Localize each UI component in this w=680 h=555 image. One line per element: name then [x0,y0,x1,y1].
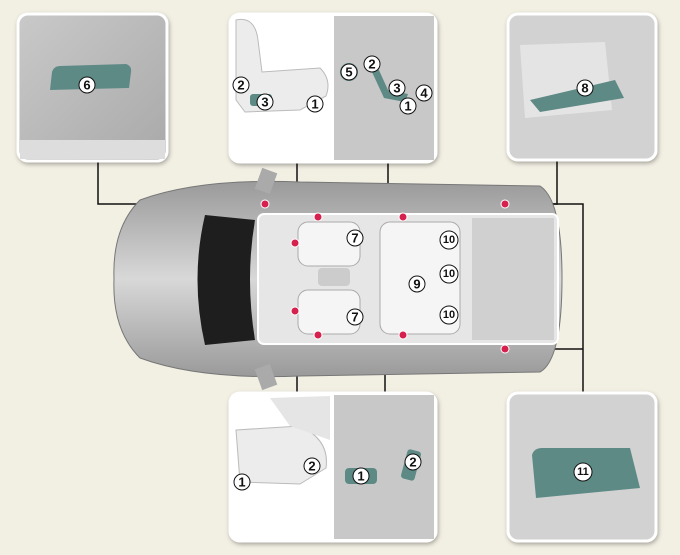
mirror-right [254,363,278,391]
callout-number: 1 [357,469,364,484]
panel-heater-switch: 6 [16,12,169,163]
callout-number: 8 [581,81,588,96]
panel-passenger-seat-controls: 2 1 1 2 [228,391,438,543]
callout-number: 1 [238,475,245,490]
label-rear-2: 10 [439,264,459,284]
callout-dots [260,199,510,354]
car-labels: 7 7 9 10 10 10 [346,229,459,326]
callout-number: 3 [261,95,268,110]
callout-number: 6 [83,78,90,93]
seat-lever [530,80,624,112]
label-rear-center: 9 [408,275,426,293]
callout-number: 9 [413,277,420,292]
callout-number: 7 [351,231,358,246]
label-front-seat-1: 7 [346,229,364,247]
callout-number: 1 [404,99,411,114]
callout-number: 10 [443,268,455,280]
callout-number: 11 [577,466,589,478]
label-rear-3: 10 [439,305,459,325]
callout-number: 7 [351,310,358,325]
callout-number: 2 [409,455,416,470]
label-front-seat-2: 7 [346,308,364,326]
mirror-left [254,167,278,195]
seat-illustration [235,18,329,113]
callout-number: 2 [308,459,315,474]
callout-number: 5 [345,65,352,80]
callout-number: 4 [420,86,428,101]
callout-number: 10 [443,234,455,246]
callout-number: 3 [393,81,400,96]
panel-front-seat-controls: 2 3 1 5 2 3 4 1 [228,12,438,164]
panel-seat-lever: 8 [506,12,658,162]
callout-number: 1 [311,97,318,112]
car-top-view [113,167,563,391]
center-console [318,268,350,286]
callout-number: 10 [443,309,455,321]
callout-number: 2 [237,78,244,93]
panel-rear-seat-switch: 11 [506,391,658,543]
heater-switch [50,64,132,90]
windshield [197,215,255,345]
cargo-area [472,218,554,340]
callout-number: 2 [368,57,375,72]
label-rear-1: 10 [439,230,459,250]
